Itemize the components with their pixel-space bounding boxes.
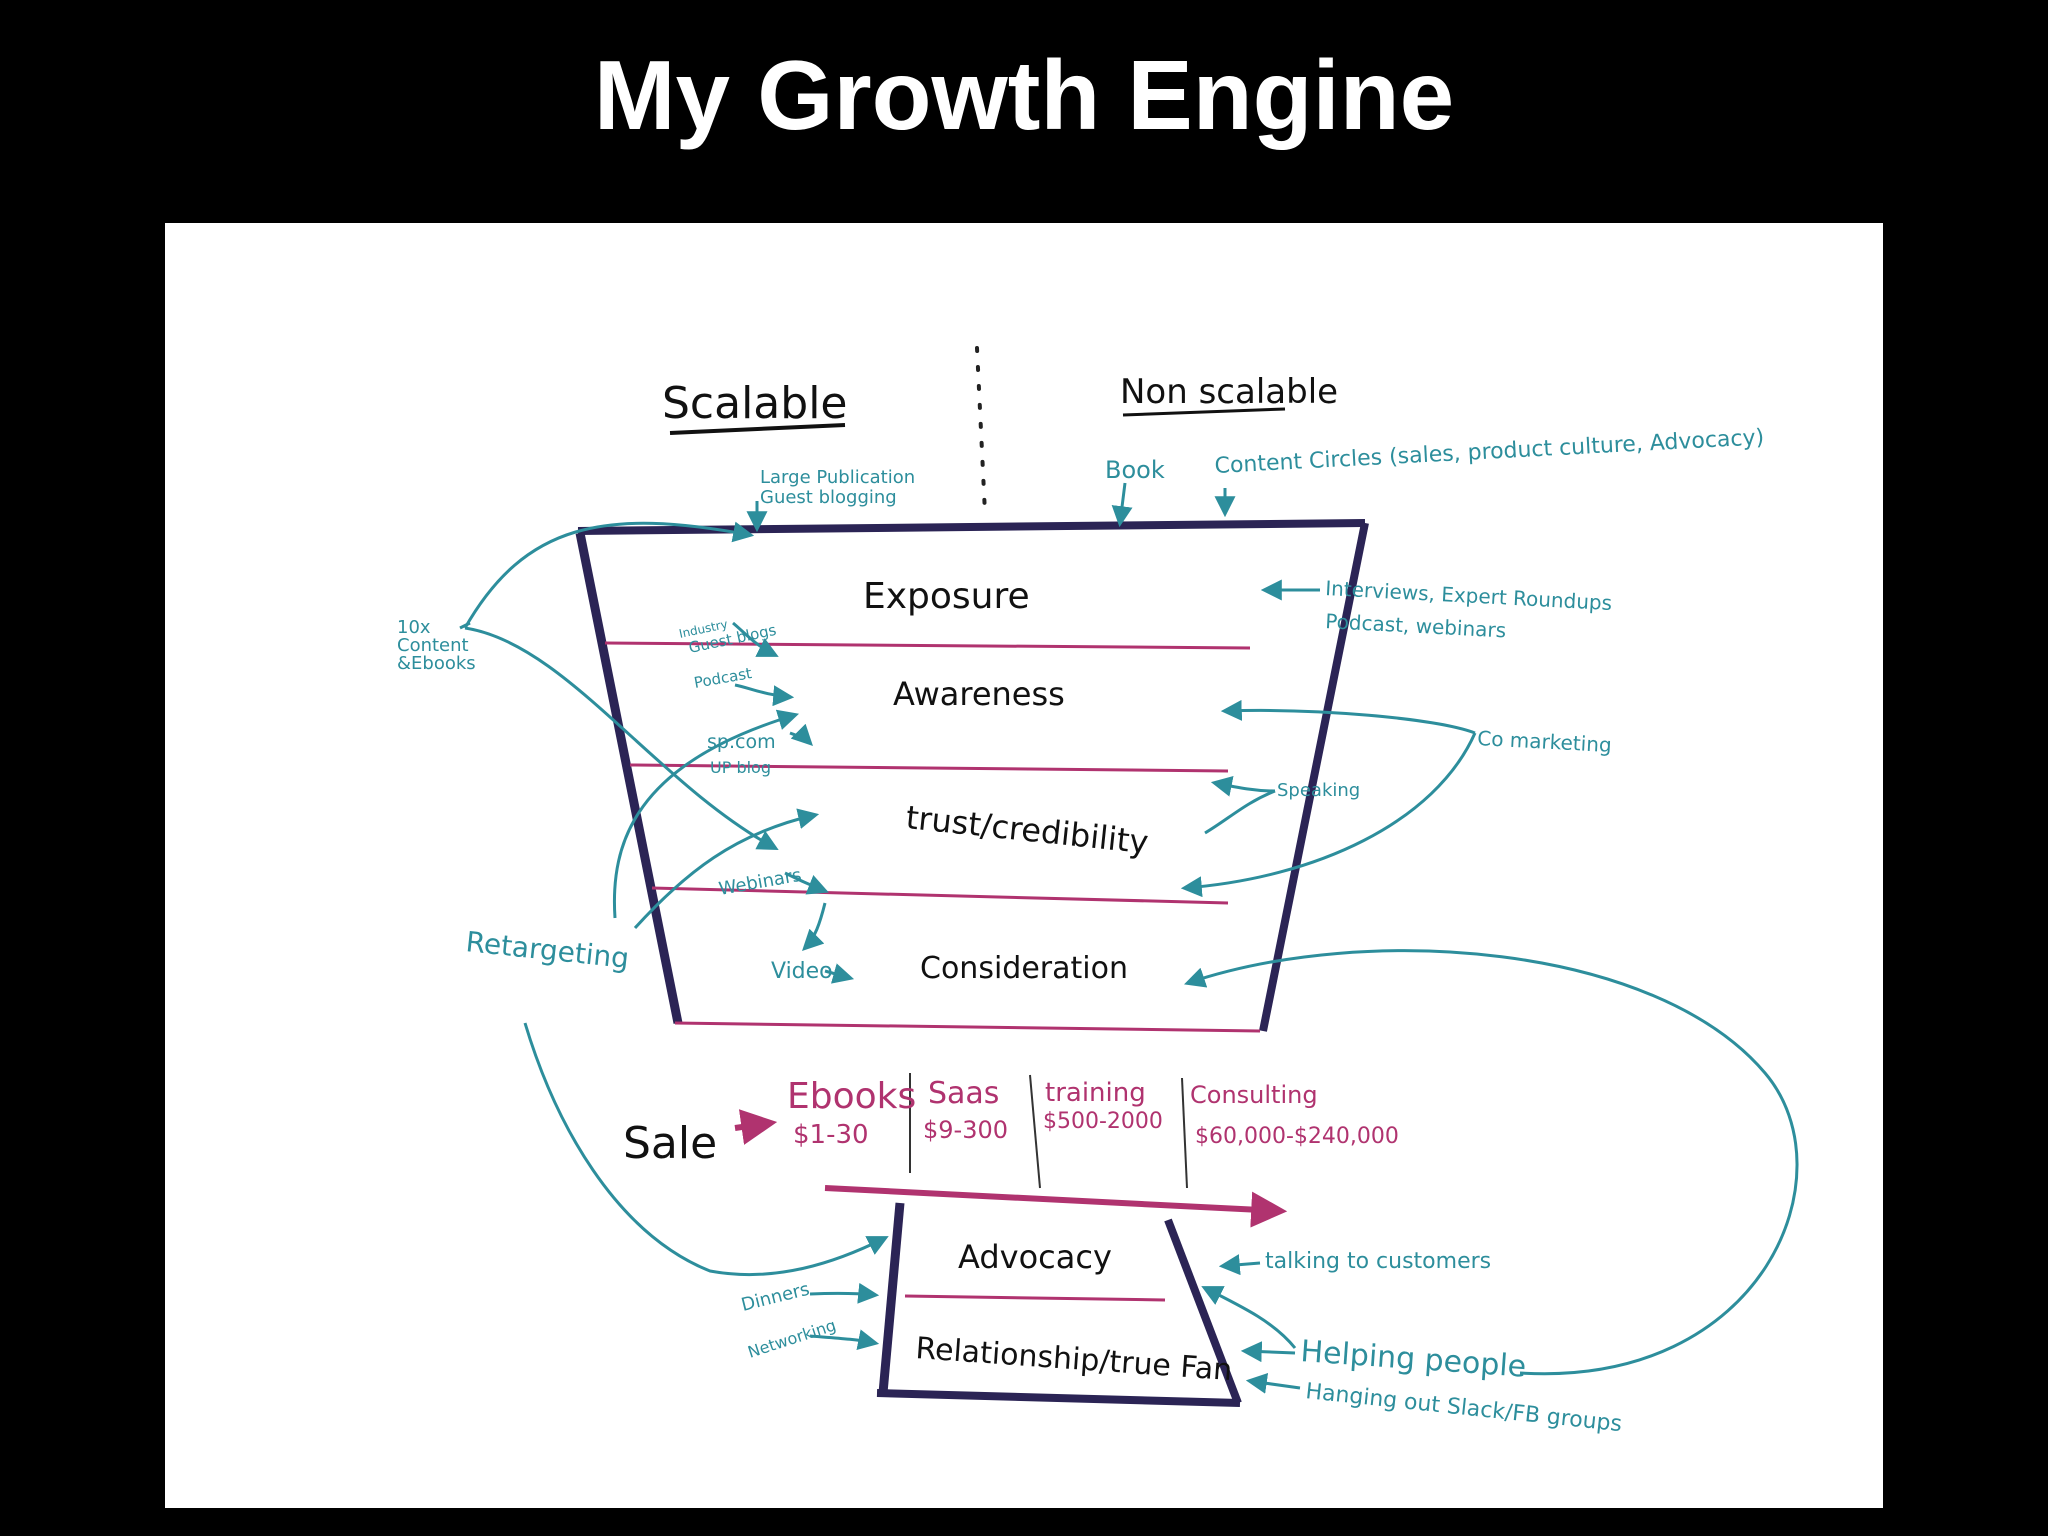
- lower-funnel: [876, 1202, 1242, 1407]
- page-title: My Growth Engine: [593, 40, 1455, 150]
- non-scalable-labels: Book Content Circles (sales, product cul…: [1105, 425, 1765, 1437]
- label-co-marketing: Co marketing: [1477, 726, 1613, 757]
- label-content-circles: Content Circles (sales, product culture,…: [1214, 425, 1765, 479]
- stage-relationship: Relationship/true Fan: [914, 1331, 1233, 1388]
- label-ebooks: &Ebooks: [397, 653, 476, 674]
- stage-trust: trust/credibility: [904, 798, 1150, 861]
- label-hanging: Hanging out Slack/FB groups: [1304, 1379, 1623, 1437]
- label-helping: Helping people: [1299, 1334, 1527, 1385]
- non-scalable-header: Non scalable: [1120, 372, 1338, 412]
- label-talking: talking to customers: [1265, 1249, 1491, 1274]
- label-speaking: Speaking: [1277, 780, 1360, 801]
- label-up-blog: UP blog: [710, 758, 771, 777]
- label-retargeting: Retargeting: [464, 925, 630, 975]
- sale-timeline-arrow: [824, 1185, 1288, 1228]
- scalable-header: Scalable: [662, 378, 848, 429]
- label-book: Book: [1105, 456, 1165, 484]
- scalable-underline: [669, 423, 846, 435]
- label-podcast-webinars: Podcast, webinars: [1325, 609, 1507, 642]
- label-10x: 10x: [397, 617, 431, 638]
- product-saas: Saas: [928, 1076, 999, 1111]
- growth-funnel-diagram: Scalable Non scalable Exposure Awareness…: [397, 346, 1799, 1437]
- product-consulting: Consulting: [1190, 1081, 1318, 1109]
- scalable-connectors: [459, 501, 889, 1351]
- whiteboard: Scalable Non scalable Exposure Awareness…: [165, 223, 1883, 1508]
- stage-advocacy: Advocacy: [958, 1238, 1112, 1276]
- label-sp-com: sp.com: [707, 731, 776, 753]
- price-saas: $9-300: [923, 1116, 1008, 1144]
- stage-exposure: Exposure: [863, 576, 1030, 617]
- label-content: Content: [397, 635, 469, 656]
- label-interviews: Interviews, Expert Roundups: [1325, 576, 1613, 615]
- product-ebooks: Ebooks: [787, 1076, 916, 1117]
- product-training: training: [1045, 1078, 1146, 1108]
- price-training: $500-2000: [1043, 1109, 1163, 1134]
- label-guest-blogging: Guest blogging: [760, 487, 897, 508]
- label-dinners: Dinners: [739, 1279, 812, 1316]
- non-scalable-underline: [1122, 407, 1286, 417]
- label-networking: Networking: [745, 1315, 838, 1361]
- sale-label: Sale: [623, 1118, 717, 1169]
- stage-consideration: Consideration: [920, 951, 1128, 986]
- price-consulting: $60,000-$240,000: [1195, 1124, 1399, 1149]
- label-video: Video: [771, 959, 833, 984]
- label-large-publication: Large Publication: [760, 467, 915, 488]
- funnel-dividers: [604, 641, 1251, 905]
- label-webinars: Webinars: [717, 865, 803, 900]
- stage-awareness: Awareness: [893, 675, 1065, 713]
- sale-arrow: [734, 1109, 778, 1145]
- scalable-divider: [975, 346, 987, 515]
- price-ebooks: $1-30: [793, 1120, 869, 1150]
- non-scalable-connectors: [1111, 482, 1799, 1394]
- product-dividers: [909, 1073, 1188, 1189]
